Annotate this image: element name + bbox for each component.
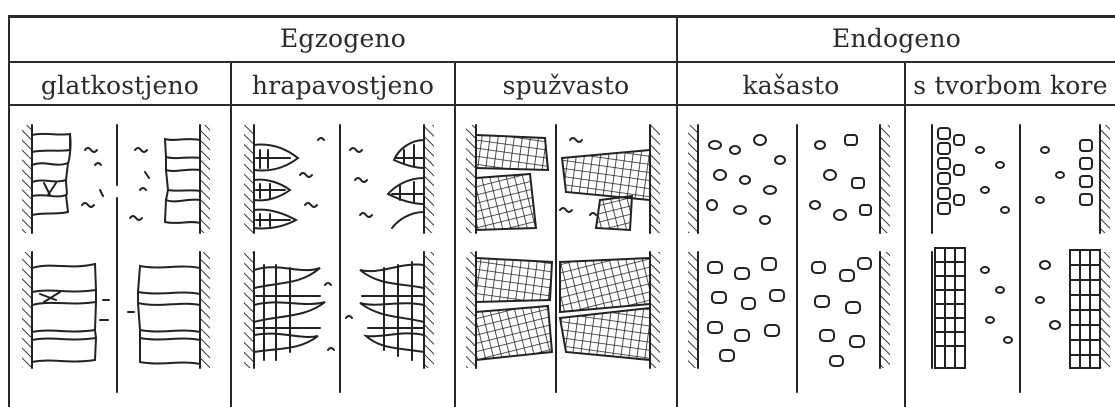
diagram-tvorbom-kore <box>932 125 1110 392</box>
diagram-kasasto <box>688 125 890 392</box>
diagram-glatkostjeno <box>22 125 210 392</box>
diagram-hrapavostjeno <box>244 125 434 392</box>
diagram-spuzvasto <box>466 125 660 392</box>
